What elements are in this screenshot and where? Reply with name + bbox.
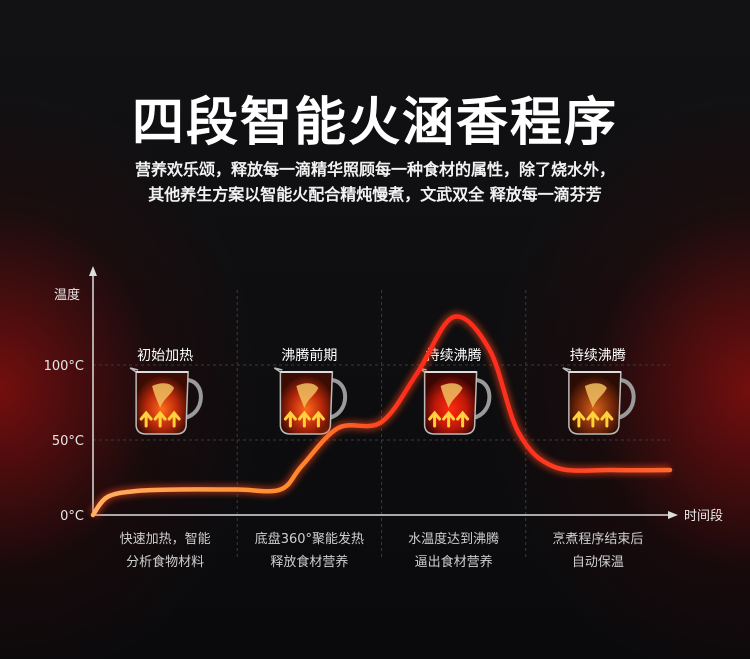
heat-arrow-icon (153, 410, 167, 428)
stage-desc-line-2: 分析食物材料 (126, 554, 204, 570)
page-title: 四段智能火涵香程序 (131, 93, 618, 153)
teapot-heating-icon (129, 367, 203, 435)
stage-label: 初始加热 (137, 347, 193, 364)
heat-arrow-icon (456, 410, 470, 428)
heat-arrow-icon (297, 410, 311, 428)
y-tick-label: 0°C (60, 509, 84, 524)
stage-label: 持续沸腾 (426, 347, 482, 364)
stage-desc-line-1: 烹煮程序结束后 (552, 532, 643, 547)
heat-arrow-icon (600, 410, 614, 428)
heat-arrow-icon (283, 410, 297, 428)
stage-label: 持续沸腾 (570, 347, 626, 364)
stage-desc-line-1: 快速加热，智能 (120, 532, 211, 547)
stage-label: 沸腾前期 (281, 347, 337, 364)
ginseng-root (152, 383, 175, 408)
teapot-spout (273, 367, 283, 373)
heat-arrow-icon (311, 410, 325, 428)
teapot-heating-icon (273, 367, 348, 435)
stage-desc-line-1: 水温度达到沸腾 (408, 531, 499, 547)
stage-desc-line-2: 逼出食材营养 (415, 554, 493, 570)
ginseng-root (296, 383, 319, 408)
heat-arrow-icon (167, 410, 181, 428)
teapot-handle (327, 378, 348, 420)
stage-columns: 初始加热快速加热，智能分析食物材料沸腾前期底盘360°聚能发热释放食材营养持续沸… (120, 347, 644, 570)
stage-desc-line-2: 自动保温 (572, 555, 624, 570)
heat-arrow-icon (442, 410, 456, 428)
temperature-curve-line (90, 314, 673, 518)
heat-arrow-icon (586, 410, 600, 428)
ginseng-root (440, 383, 463, 408)
y-tick-label: 100°C (44, 359, 84, 374)
temperature-curve (88, 311, 673, 519)
teapot-spout (562, 367, 572, 373)
teapot-warm-icon (562, 367, 636, 435)
teapot-handle (183, 378, 203, 420)
subtitle-line-1: 营养欢乐颂，释放每一滴精华照顾每一种食材的属性，除了烧水外， (134, 160, 615, 179)
teapot-boiling-icon (418, 367, 492, 435)
teapot-handle (616, 378, 636, 420)
x-axis-arrow (668, 511, 678, 519)
stage-desc-line-1: 底盘360°聚能发热 (255, 531, 364, 547)
x-axis-label: 时间段 (684, 509, 723, 524)
y-axis-label: 温度 (54, 287, 80, 303)
heat-arrow-icon (428, 410, 442, 428)
stage-desc-line-2: 释放食材营养 (270, 554, 348, 570)
y-tick-label: 50°C (52, 434, 84, 449)
heat-arrow-icon (572, 410, 586, 428)
heat-arrow-icon (139, 410, 153, 428)
y-axis-arrow (89, 266, 97, 276)
subtitle-line-2: 其他养生方案以智能火配合精炖慢煮，文武双全 释放每一滴芬芳 (148, 185, 602, 204)
ginseng-root (584, 383, 607, 408)
teapot-handle (472, 378, 492, 420)
teapot-spout (129, 367, 139, 373)
